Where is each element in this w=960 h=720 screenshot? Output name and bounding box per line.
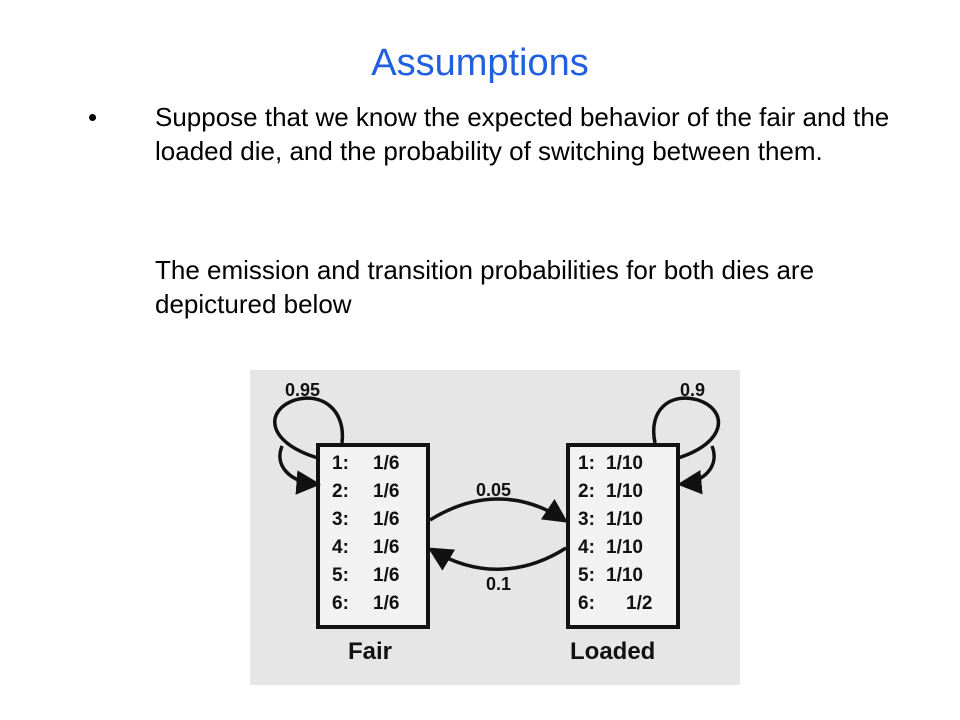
- bullet-marker: •: [88, 102, 98, 132]
- loaded-prob-5: 1/10: [606, 565, 643, 586]
- loaded-to-fair-arrow: [427, 546, 567, 571]
- fair-face-3: 3:: [332, 509, 349, 530]
- loaded-self-loop-prob: 0.9: [680, 380, 705, 400]
- loaded-prob-2: 1/10: [606, 481, 643, 502]
- loaded-self-loop-arrow: [651, 396, 721, 460]
- fair-state-box: [316, 443, 430, 629]
- fair-face-2: 2:: [332, 481, 349, 502]
- fair-self-loop-prob: 0.95: [285, 380, 320, 400]
- diagram-canvas: 1: 1/6 2: 1/6 3: 1/6 4: 1/6 5: 1/6 6: 1/…: [250, 370, 740, 685]
- fair-to-loaded-arrow: [429, 497, 569, 523]
- loaded-prob-1: 1/10: [606, 453, 643, 474]
- loaded-prob-6: 1/2: [626, 593, 652, 614]
- fair-prob-4: 1/6: [373, 537, 399, 558]
- loaded-emissions: 1: 1/10 2: 1/10 3: 1/10 4: 1/10 5: 1/10 …: [578, 453, 652, 614]
- fair-self-loop-arrowhead: [278, 445, 321, 495]
- loaded-face-6: 6:: [578, 593, 595, 614]
- paragraph-probabilities: The emission and transition probabilitie…: [155, 255, 815, 319]
- fair-face-4: 4:: [332, 537, 349, 558]
- fair-self-loop-arrow: [273, 396, 345, 460]
- fair-face-6: 6:: [332, 593, 349, 614]
- loaded-prob-3: 1/10: [606, 509, 643, 530]
- fair-prob-3: 1/6: [373, 509, 399, 530]
- loaded-to-fair-prob: 0.1: [486, 574, 511, 594]
- loaded-state-label: Loaded: [570, 638, 655, 665]
- fair-face-1: 1:: [332, 453, 349, 474]
- loaded-state-box: [566, 443, 680, 629]
- fair-to-loaded-prob: 0.05: [476, 480, 511, 500]
- fair-prob-1: 1/6: [373, 453, 399, 474]
- paragraph-assumption: Suppose that we know the expected behavi…: [155, 102, 890, 166]
- fair-emissions: 1: 1/6 2: 1/6 3: 1/6 4: 1/6 5: 1/6 6: 1/…: [332, 453, 399, 614]
- loaded-face-2: 2:: [578, 481, 595, 502]
- loaded-face-5: 5:: [578, 565, 595, 586]
- fair-prob-5: 1/6: [373, 565, 399, 586]
- fair-state-label: Fair: [348, 638, 392, 665]
- loaded-prob-4: 1/10: [606, 537, 643, 558]
- fair-face-5: 5:: [332, 565, 349, 586]
- fair-prob-6: 1/6: [373, 593, 399, 614]
- slide-title: Assumptions: [371, 42, 589, 84]
- fair-prob-2: 1/6: [373, 481, 399, 502]
- loaded-self-loop-arrowhead: [677, 445, 716, 495]
- hmm-dice-diagram: 1: 1/6 2: 1/6 3: 1/6 4: 1/6 5: 1/6 6: 1/…: [250, 370, 740, 685]
- loaded-face-1: 1:: [578, 453, 595, 474]
- loaded-face-4: 4:: [578, 537, 595, 558]
- loaded-face-3: 3:: [578, 509, 595, 530]
